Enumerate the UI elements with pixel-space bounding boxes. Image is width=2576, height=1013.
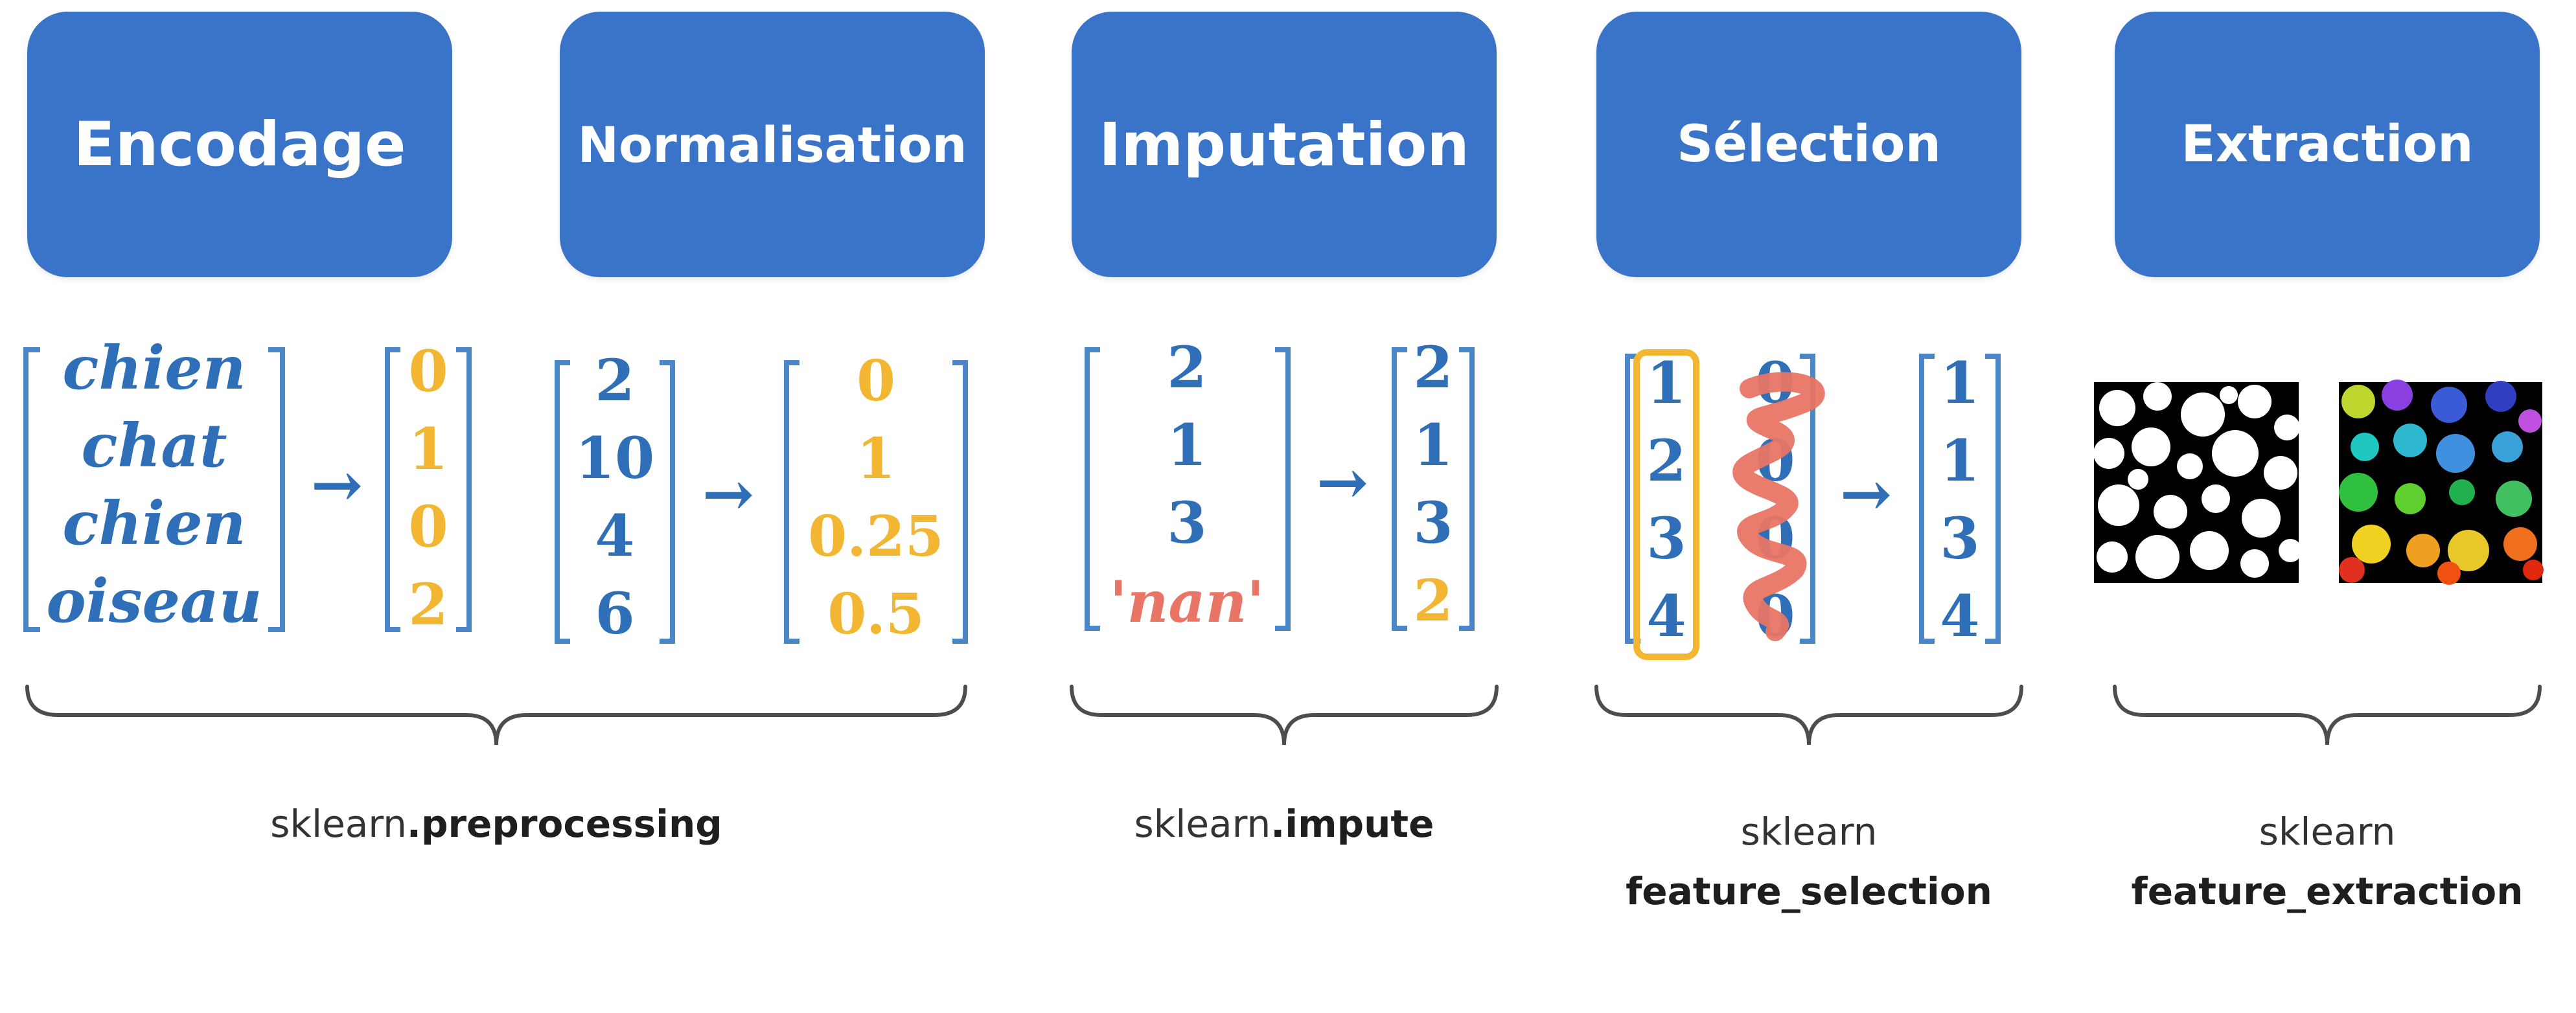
matrix-cell: chien <box>62 488 246 558</box>
matrix-cell: 4 <box>1646 582 1686 650</box>
brace-preprocessing <box>25 685 967 746</box>
matrix-cell: 3 <box>1413 489 1453 556</box>
caption-prefix: sklearn <box>270 802 407 846</box>
normalisation-matrix-output: 0 1 0.25 0.5 <box>784 348 968 647</box>
caption-module: .preprocessing <box>406 802 722 846</box>
arrow: → <box>1317 446 1368 519</box>
nan-cell: 'nan' <box>1110 568 1265 635</box>
box-normalisation: Normalisation <box>560 12 985 277</box>
selection-matrix-output: 1 1 3 4 <box>1919 349 2001 650</box>
caption-preprocessing: sklearn.preprocessing <box>237 802 755 846</box>
box-extraction: Extraction <box>2115 12 2540 277</box>
caption-feature-extraction: sklearn feature_extraction <box>2068 802 2576 921</box>
normalisation-matrix-input: 2 10 4 6 <box>555 347 675 647</box>
matrix-cell: 1 <box>1646 349 1686 416</box>
matrix-cell: 0.25 <box>808 504 943 569</box>
box-label: Imputation <box>1099 109 1469 179</box>
matrix-cell: 4 <box>595 502 634 569</box>
binary-blob-image <box>2093 382 2302 583</box>
caption-module: feature_selection <box>1626 869 1992 913</box>
brace-feature-selection <box>1594 685 2023 746</box>
encoding-matrix-input: chien chat chien oiseau <box>23 333 285 636</box>
caption-feature-selection: sklearn feature_selection <box>1550 802 2068 921</box>
matrix-cell: 2 <box>1646 427 1686 494</box>
matrix-cell: 3 <box>1940 505 1979 572</box>
matrix-cell: 1 <box>1167 411 1206 479</box>
matrix-cell: oiseau <box>46 566 262 636</box>
brace-impute <box>1070 685 1499 746</box>
matrix-cell: 3 <box>1646 505 1686 572</box>
box-encodage: Encodage <box>27 12 452 277</box>
box-label: Normalisation <box>577 115 967 174</box>
caption-impute: sklearn.impute <box>1025 802 1543 846</box>
box-selection: Sélection <box>1596 12 2021 277</box>
imputation-matrix-output: 2 1 3 2 <box>1392 334 1475 634</box>
caption-prefix: sklearn <box>1740 810 1878 854</box>
caption-prefix: sklearn <box>2259 810 2396 854</box>
box-label: Sélection <box>1676 115 1942 174</box>
matrix-cell: 0 <box>857 348 895 414</box>
matrix-cell: 1 <box>408 415 448 483</box>
matrix-cell: 3 <box>1167 489 1206 556</box>
matrix-cell: 4 <box>1940 582 1979 650</box>
arrow: → <box>702 457 754 530</box>
labeled-region-image <box>2339 380 2544 585</box>
matrix-cell: 0 <box>408 337 448 405</box>
imputation-matrix-input: 2 1 3 'nan' <box>1085 334 1291 635</box>
selection-matrix-input: 1 2 3 4 0 0 0 0 <box>1625 349 1825 660</box>
matrix-cell: 1 <box>1413 411 1453 479</box>
strikethrough-scribble <box>1732 372 1825 641</box>
matrix-cell: 1 <box>1940 349 1979 416</box>
matrix-cell: 2 <box>1413 334 1453 401</box>
matrix-cell: 0.5 <box>827 582 925 647</box>
arrow: → <box>1840 457 1892 530</box>
arrow: → <box>311 448 363 521</box>
caption-prefix: sklearn <box>1134 802 1271 846</box>
matrix-cell: 0 <box>408 493 448 560</box>
matrix-cell: chien <box>62 333 246 403</box>
matrix-cell: 1 <box>1940 427 1979 494</box>
matrix-cell: 2 <box>595 347 634 414</box>
caption-module: .impute <box>1271 802 1434 846</box>
box-label: Extraction <box>2181 115 2474 174</box>
box-imputation: Imputation <box>1072 12 1497 277</box>
matrix-cell: 2 <box>1167 334 1206 401</box>
matrix-cell: chat <box>81 411 227 481</box>
matrix-cell: 2 <box>408 571 448 638</box>
selected-column-highlight <box>1633 349 1699 660</box>
matrix-cell: 1 <box>857 426 895 492</box>
encoding-matrix-output: 0 1 0 2 <box>385 337 472 638</box>
caption-module: feature_extraction <box>2131 869 2524 913</box>
imputed-cell: 2 <box>1413 567 1453 634</box>
matrix-cell: 10 <box>575 424 654 492</box>
brace-feature-extraction <box>2113 685 2542 746</box>
matrix-cell: 6 <box>595 580 634 647</box>
box-label: Encodage <box>73 109 406 180</box>
